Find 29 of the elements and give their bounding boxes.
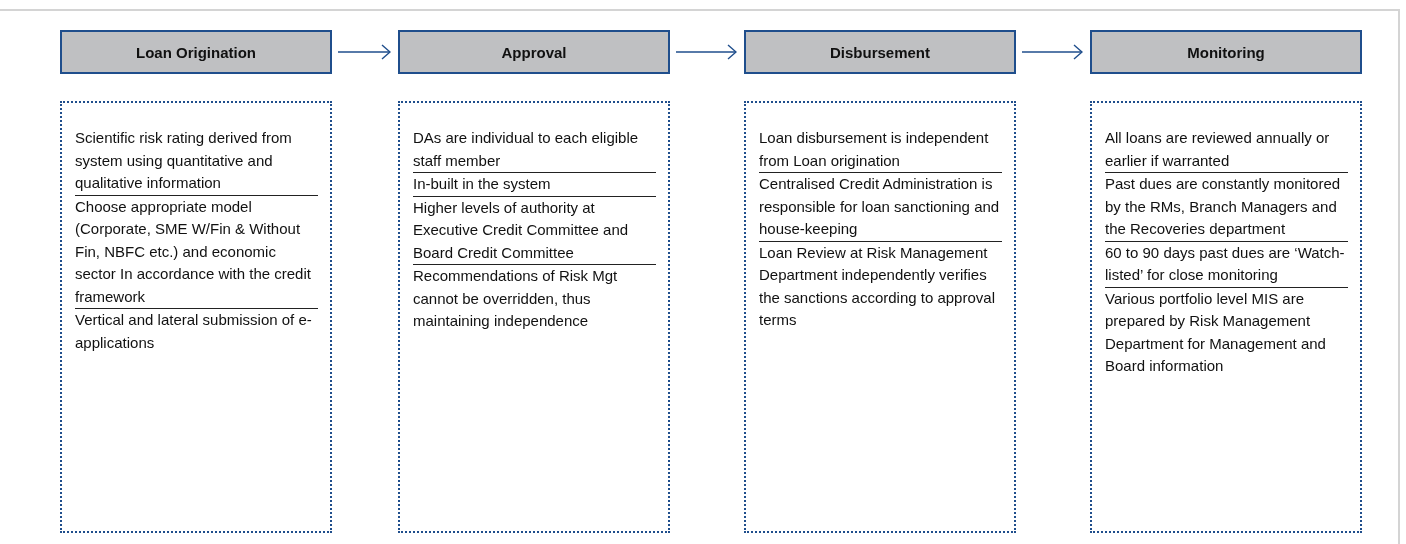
detail-text: All loans are reviewed annually or earlier if warranted [1105,128,1331,171]
arrow [337,44,391,60]
detail-text: Scientific risk rating derived from system using quantitative and qualitative information [75,128,293,193]
detail-text: 60 to 90 days past dues are ‘Watch-listed’ for close monitoring [1105,240,1348,287]
stage-title: Monitoring [1187,43,1265,61]
stage-title: Loan Origination [136,43,256,61]
detail-text: Centralised Credit Administration is responsible for loan sanctioning and house-keeping [759,172,1002,241]
detail-text: Recommendations of Risk Mgt cannot be overridden, thus maintaining independence [413,264,656,333]
detail-text: Choose appropriate model (Corporate, SME W/Fin & Without Fin, NBFC etc.) and economic sector In accordance with the credit framework [75,194,318,308]
detail-text: Loan disbursement is independent from Loan origination [759,128,990,171]
arrow [675,44,737,60]
detail-panel [744,101,1016,533]
stage-header-box [398,30,670,74]
stage-header-box [1090,30,1362,74]
detail-text: Past dues are constantly monitored by the RMs, Branch Managers and the Recoveries department [1105,172,1348,241]
detail-text: Higher levels of authority at Executive Credit Committee and Board Credit Committee [413,195,656,264]
stage-title: Disbursement [830,43,930,61]
stage-header-box [744,30,1016,74]
detail-text: In-built in the system [413,172,656,196]
detail-text: Loan Review at Risk Management Department independently verifies the sanctions according to approval terms [759,240,1002,332]
stage-header-box [60,30,332,74]
detail-text: DAs are individual to each eligible staff member [413,128,640,171]
detail-text: Vertical and lateral submission of e-applications [75,308,318,354]
detail-panel [398,101,670,533]
detail-panel [60,101,332,533]
arrow [1021,44,1083,60]
detail-panel [1090,101,1362,533]
stage-title: Approval [501,43,567,61]
detail-text: Various portfolio level MIS are prepared by Risk Management Department for Management and Board information [1105,286,1348,378]
